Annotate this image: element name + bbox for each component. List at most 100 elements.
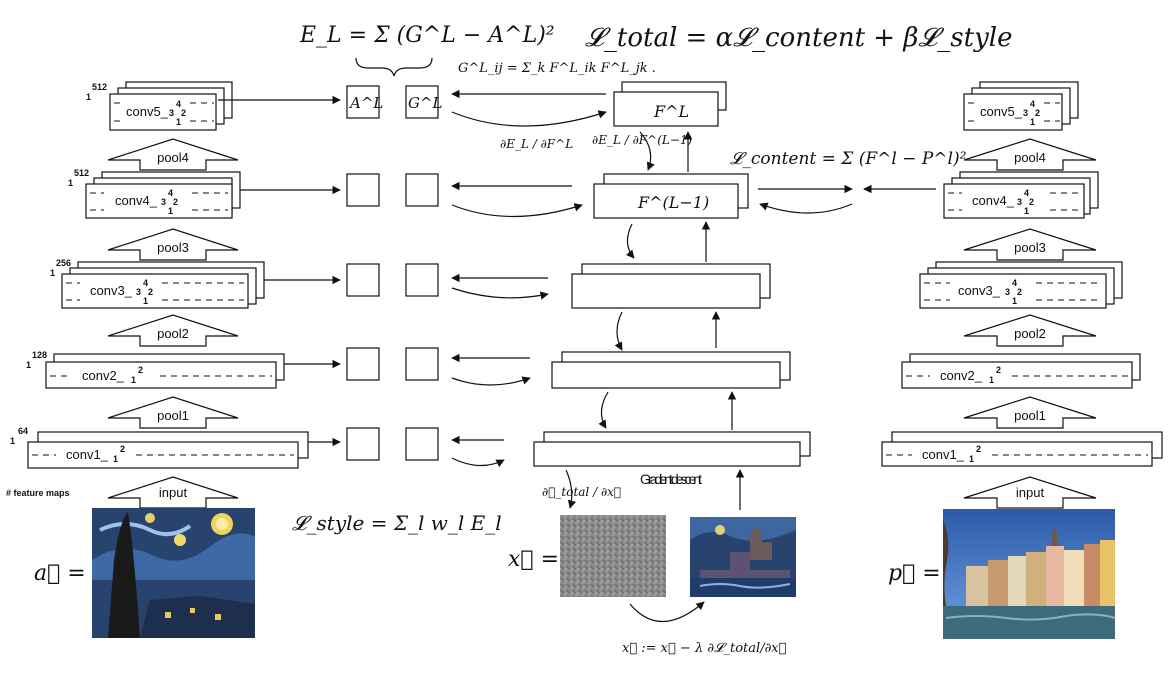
- style-feature-arrows: [218, 95, 341, 447]
- underbrace: [355, 57, 433, 77]
- middle-layer-box: [571, 273, 761, 309]
- middle-layer-box: [533, 441, 801, 467]
- content-image-variable: p⃗ =: [888, 561, 941, 586]
- pool-arrow: [107, 138, 239, 171]
- pool-label: pool2: [157, 326, 189, 341]
- channel-count: 512: [92, 82, 107, 92]
- svg-text:1: 1: [1024, 206, 1029, 216]
- svg-text:2: 2: [1029, 197, 1034, 207]
- svg-text:2: 2: [120, 444, 125, 454]
- conv-layer-label: conv4_: [972, 193, 1015, 208]
- svg-text:1: 1: [176, 117, 181, 127]
- conv-layer-box: [963, 93, 1063, 131]
- feature-map-fl-minus1-box: [593, 183, 739, 219]
- feature-map-fl-box: [613, 91, 719, 127]
- style-layer-loss-equation: E_L = Σ (G^L − A^L)²: [299, 23, 555, 48]
- pool-arrow: [107, 396, 239, 429]
- pool-arrow: [107, 314, 239, 347]
- svg-text:4: 4: [168, 188, 173, 198]
- svg-text:1: 1: [131, 375, 136, 385]
- gradient-descent-label: Gradient descent: [640, 471, 702, 487]
- svg-text:2: 2: [976, 444, 981, 454]
- conv-layer-label: conv3_: [958, 283, 1001, 298]
- pool-label: pool4: [157, 150, 189, 165]
- svg-text:1: 1: [143, 296, 148, 306]
- svg-text:1: 1: [989, 375, 994, 385]
- conv-layer-label: conv2_: [940, 368, 983, 383]
- conv-layer-box: [919, 273, 1107, 309]
- gram-matrices: A^L G^L: [346, 85, 443, 461]
- gram-matrix-equation: G^L_ij = Σ_k F^L_ik F^L_jk .: [458, 61, 656, 76]
- gram-matrix-box: [405, 85, 439, 119]
- conv-layer-box: [61, 273, 249, 309]
- pool-label: pool1: [1014, 408, 1046, 423]
- svg-text:4: 4: [143, 278, 148, 288]
- style-image-variable: a⃗ =: [34, 561, 86, 586]
- content-loss-equation: 𝓛_content = Σ (F^l − P^l)²: [730, 149, 967, 169]
- conv-layer-label: conv4_: [115, 193, 158, 208]
- gradient-arrows: [451, 89, 607, 468]
- feature-maps-label: # feature maps: [6, 488, 70, 498]
- grad-total-x: ∂𝓛_total / ∂x⃗: [542, 485, 621, 499]
- pool-label: pool1: [157, 408, 189, 423]
- update-arrow: [629, 601, 705, 623]
- channel-count: 512: [74, 168, 89, 178]
- channel-count: 256: [56, 258, 71, 268]
- svg-text:3: 3: [136, 287, 141, 297]
- grad-el-fl: ∂E_L / ∂F^L: [500, 137, 573, 151]
- conv-layer-box: [45, 361, 277, 389]
- activation-matrix-label: A^L: [348, 94, 383, 112]
- svg-text:3: 3: [161, 197, 166, 207]
- pool-label: pool2: [1014, 326, 1046, 341]
- stylized-output-image: [690, 517, 796, 597]
- activation-matrix-box: [346, 85, 380, 119]
- middle-layer-box: [551, 361, 781, 389]
- feature-map-fl-label: F^L: [653, 102, 689, 121]
- pool-label: pool3: [157, 240, 189, 255]
- channel-start: 1: [10, 436, 15, 446]
- svg-text:3: 3: [169, 108, 174, 118]
- conv-layer-box: [27, 441, 299, 469]
- grad-el-fl-minus1: ∂E_L / ∂F^(L−1): [592, 133, 693, 147]
- channel-start: 1: [26, 360, 31, 370]
- input-label: input: [1016, 485, 1045, 500]
- svg-text:2: 2: [1035, 108, 1040, 118]
- svg-text:1: 1: [969, 454, 974, 464]
- svg-text:1: 1: [1012, 296, 1017, 306]
- svg-text:1: 1: [168, 206, 173, 216]
- svg-text:3: 3: [1017, 197, 1022, 207]
- svg-text:4: 4: [1030, 99, 1035, 109]
- input-label: input: [159, 485, 188, 500]
- svg-text:3: 3: [1005, 287, 1010, 297]
- conv-layer-box: [85, 183, 233, 219]
- pool-arrow: [963, 138, 1097, 171]
- pool-arrow: [963, 228, 1097, 261]
- pool-arrow: [963, 396, 1097, 429]
- conv-layer-box: [901, 361, 1133, 389]
- pool-arrow: [963, 314, 1097, 347]
- svg-text:2: 2: [996, 365, 1001, 375]
- conv-layer-box: [881, 441, 1153, 467]
- svg-text:4: 4: [1012, 278, 1017, 288]
- channel-count: 64: [18, 426, 28, 436]
- conv-layer-label: conv2_: [82, 368, 125, 383]
- svg-text:3: 3: [1023, 108, 1028, 118]
- conv-layer-label: conv5_: [980, 104, 1023, 119]
- svg-text:1: 1: [113, 454, 118, 464]
- noise-image: [560, 515, 666, 597]
- generated-network: F^L F^(L−1): [533, 81, 811, 510]
- feature-map-fl-minus1-label: F^(L−1): [637, 193, 709, 212]
- channel-start: 1: [68, 178, 73, 188]
- content-gradient-arrow: [759, 202, 853, 214]
- pool-label: pool4: [1014, 150, 1046, 165]
- channel-start: 1: [50, 268, 55, 278]
- svg-text:2: 2: [138, 365, 143, 375]
- conv-layer-label: conv1_: [922, 447, 965, 462]
- input-arrow: [107, 476, 239, 509]
- svg-text:1: 1: [1030, 117, 1035, 127]
- svg-text:2: 2: [181, 108, 186, 118]
- conv-layer-box: [943, 183, 1085, 219]
- style-loss-equation: 𝓛_style = Σ_l w_l E_l: [292, 511, 502, 535]
